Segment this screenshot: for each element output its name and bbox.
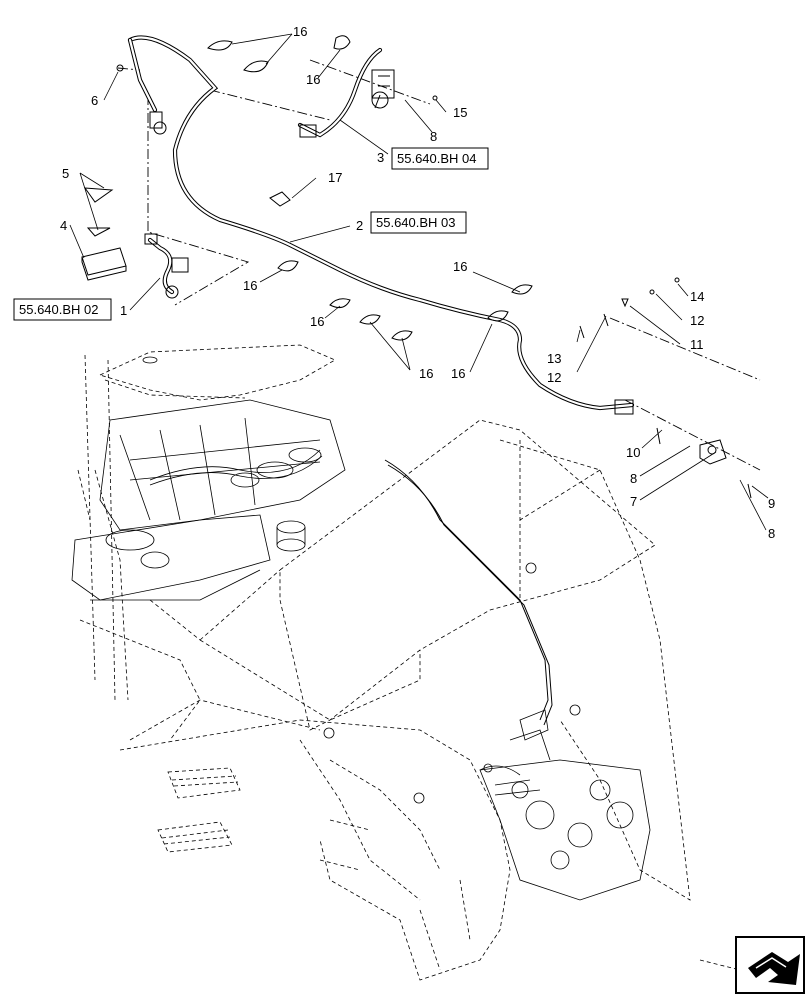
callout-7: 7 bbox=[630, 494, 637, 509]
callout-6: 6 bbox=[91, 93, 98, 108]
callout-2: 2 bbox=[356, 218, 363, 233]
sub-harness-1 bbox=[144, 233, 189, 299]
callout-13: 13 bbox=[547, 351, 561, 366]
machine-body bbox=[71, 344, 741, 981]
callout-14: 14 bbox=[690, 289, 704, 304]
callout-numbers: 16 16 6 15 8 3 17 5 4 2 16 16 14 1 12 16… bbox=[60, 24, 775, 541]
main-wire-harness bbox=[127, 35, 727, 465]
callout-16: 16 bbox=[306, 72, 320, 87]
callout-12: 12 bbox=[547, 370, 561, 385]
callout-15: 15 bbox=[453, 105, 467, 120]
leader-lines bbox=[69, 33, 769, 531]
callout-8: 8 bbox=[430, 129, 437, 144]
callout-8: 8 bbox=[768, 526, 775, 541]
reference-box-bh03[interactable]: 55.640.BH 03 bbox=[370, 211, 467, 234]
transmission-assembly bbox=[479, 709, 651, 901]
bracket-5 bbox=[83, 187, 114, 237]
callout-16: 16 bbox=[243, 278, 257, 293]
cable-ties bbox=[207, 35, 533, 341]
svg-text:55.640.BH 03: 55.640.BH 03 bbox=[376, 215, 456, 230]
callout-4: 4 bbox=[60, 218, 67, 233]
callout-10: 10 bbox=[626, 445, 640, 460]
reference-box-bh02[interactable]: 55.640.BH 02 bbox=[13, 298, 112, 321]
callout-8: 8 bbox=[630, 471, 637, 486]
callout-17: 17 bbox=[328, 170, 342, 185]
iso-view-arrow-icon bbox=[735, 936, 805, 994]
callout-16: 16 bbox=[451, 366, 465, 381]
callout-16: 16 bbox=[453, 259, 467, 274]
reference-box-bh04[interactable]: 55.640.BH 04 bbox=[391, 147, 489, 170]
hardware bbox=[116, 64, 752, 499]
svg-text:55.640.BH 04: 55.640.BH 04 bbox=[397, 151, 477, 166]
svg-text:55.640.BH 02: 55.640.BH 02 bbox=[19, 302, 99, 317]
callout-16: 16 bbox=[310, 314, 324, 329]
callout-9: 9 bbox=[768, 496, 775, 511]
callout-16: 16 bbox=[293, 24, 307, 39]
callout-1: 1 bbox=[120, 303, 127, 318]
callout-12: 12 bbox=[690, 313, 704, 328]
callout-11: 11 bbox=[690, 337, 704, 352]
alignment-lines bbox=[117, 59, 761, 471]
callout-16: 16 bbox=[419, 366, 433, 381]
callout-5: 5 bbox=[62, 166, 69, 181]
module-box-4 bbox=[81, 247, 127, 281]
callout-3: 3 bbox=[377, 150, 384, 165]
